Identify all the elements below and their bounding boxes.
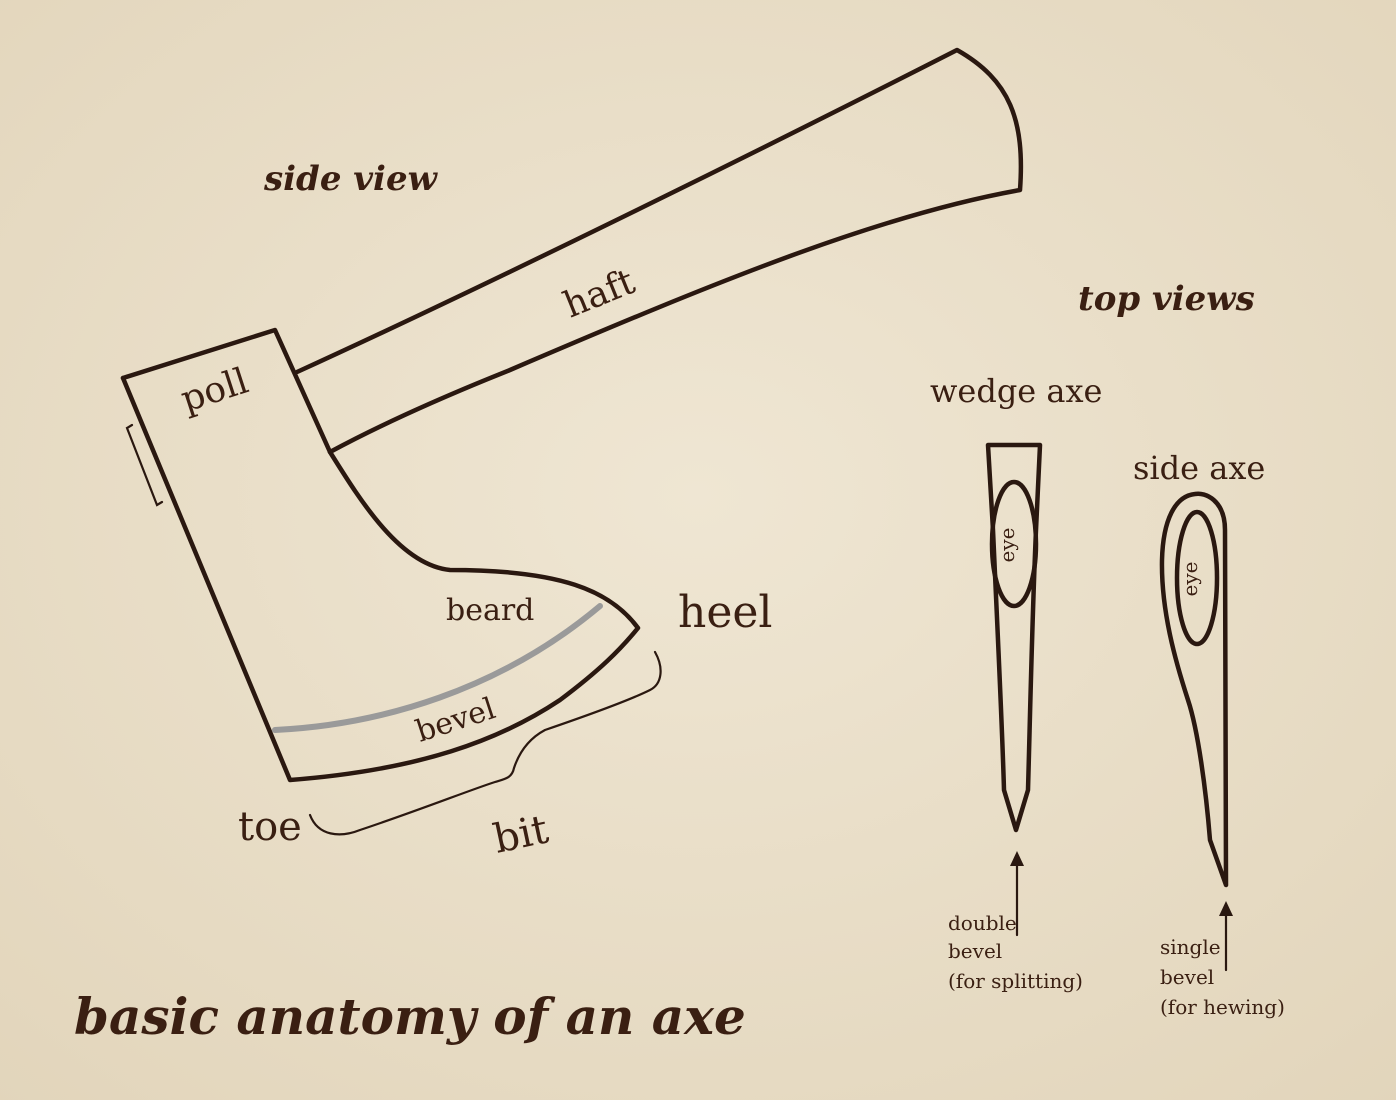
side-arrow-head	[1219, 901, 1233, 916]
wedge-eye-label: eye	[995, 528, 1019, 563]
side-view-label: side view	[263, 159, 439, 199]
head-outline	[120, 375, 641, 783]
poll-outline	[120, 327, 333, 455]
haft-outline	[294, 47, 1024, 455]
bevel-line	[272, 603, 603, 733]
double-bevel-line1: double	[948, 911, 1017, 935]
wedge-axe-label: wedge axe	[930, 372, 1102, 410]
bit-brace	[308, 650, 662, 836]
toe-label: toe	[238, 804, 302, 850]
top-views-label: top views	[1078, 279, 1255, 319]
side-axe-eye	[1174, 509, 1220, 647]
single-bevel-line1: single	[1160, 935, 1221, 959]
bit-label: bit	[490, 806, 553, 862]
diagram-title: basic anatomy of an axe	[74, 987, 746, 1046]
double-bevel-line2: bevel	[948, 939, 1002, 963]
heel-label: heel	[678, 587, 773, 638]
wedge-arrow-head	[1010, 851, 1024, 866]
side-axe-outline	[1159, 491, 1229, 888]
wedge-axe-outline	[985, 442, 1043, 833]
beard-label: beard	[446, 593, 534, 628]
single-bevel-line2: bevel	[1160, 965, 1214, 989]
wedge-axe-eye	[989, 479, 1039, 609]
side-eye-label: eye	[1178, 562, 1202, 597]
side-axe-label: side axe	[1133, 449, 1265, 487]
single-bevel-line3: (for hewing)	[1160, 995, 1285, 1019]
poll-bracket	[125, 423, 164, 507]
double-bevel-line3: (for splitting)	[948, 969, 1083, 993]
